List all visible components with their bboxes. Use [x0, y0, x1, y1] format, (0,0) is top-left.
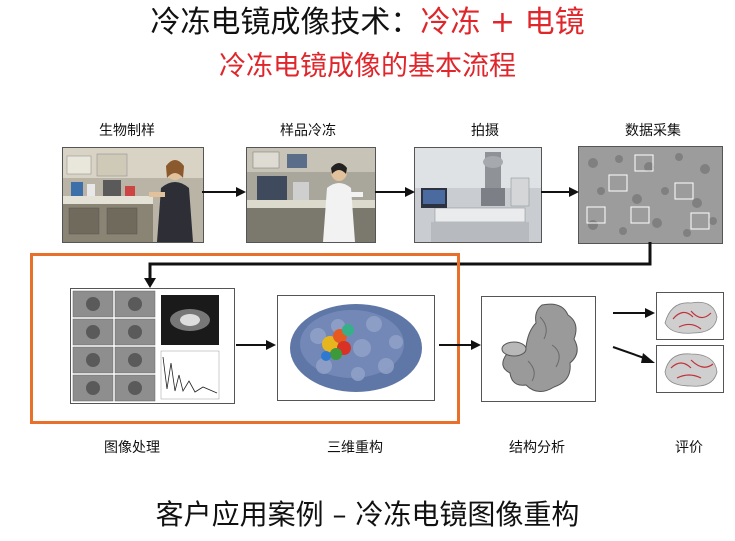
- step-label-3d-reconstruction: 三维重构: [327, 440, 383, 456]
- arrow-right-icon: [613, 308, 655, 318]
- reconstruction-panel: [277, 295, 435, 401]
- connector-arrow-icon: [144, 242, 652, 288]
- step-label-freezing: 样品冷冻: [280, 123, 336, 139]
- arrow-right-icon: [541, 187, 579, 197]
- arrow-right-icon: [375, 187, 415, 197]
- step-label-image-processing: 图像处理: [104, 440, 160, 456]
- microscope-photo: [414, 147, 542, 243]
- arrow-right-icon: [439, 340, 481, 350]
- step-label-data-collection: 数据采集: [625, 123, 681, 139]
- step-label-evaluation: 评价: [675, 440, 703, 456]
- sample-freezing-photo: [246, 147, 376, 243]
- arrow-right-icon: [202, 187, 246, 197]
- arrow-down-right-icon: [612, 346, 655, 363]
- micrograph-data-image: [578, 146, 723, 244]
- main-title: 冷冻电镜成像技术：冷冻 + 电镜: [0, 4, 735, 42]
- arrow-right-icon: [236, 340, 276, 350]
- highlight-box: [30, 253, 460, 424]
- title-emphasis: 冷冻 + 电镜: [420, 5, 585, 40]
- footer-caption: 客户应用案例 – 冷冻电镜图像重构: [155, 498, 580, 531]
- structure-analysis-panel: [481, 296, 596, 402]
- step-label-imaging: 拍摄: [471, 123, 499, 139]
- evaluation-panel-1: [656, 292, 724, 340]
- step-label-sample-prep: 生物制样: [99, 123, 155, 139]
- step-label-structure-analysis: 结构分析: [509, 440, 565, 456]
- subtitle: 冷冻电镜成像的基本流程: [219, 51, 516, 82]
- evaluation-panel-2: [656, 345, 724, 393]
- image-processing-panel: [70, 288, 235, 404]
- sample-prep-photo: [62, 147, 204, 243]
- title-prefix: 冷冻电镜成像技术：: [150, 5, 421, 40]
